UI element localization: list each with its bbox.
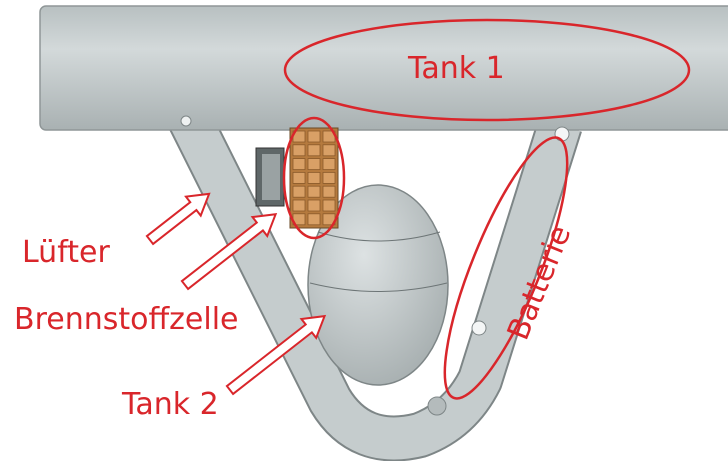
fan-label: Lüfter	[22, 235, 110, 270]
main-cylinder	[39, 5, 728, 131]
fuel-cell-module	[307, 130, 321, 143]
fuel-cell-label: Brennstoffzelle	[14, 302, 239, 337]
fuel-cell-module	[307, 144, 321, 157]
fuel-cell-module	[322, 199, 336, 212]
fuel-cell-module	[292, 171, 306, 184]
fuel-cell-arrow	[180, 213, 278, 291]
fuel-cell-module	[307, 185, 321, 198]
fuel-cell-module	[307, 199, 321, 212]
fuel-cell-module	[307, 213, 321, 226]
fan	[255, 147, 285, 207]
fuel-cell-outline	[282, 116, 346, 240]
fuel-cell	[289, 127, 339, 229]
v-tube	[169, 109, 582, 461]
fuel-cell-module	[292, 185, 306, 198]
tank1-outline	[283, 18, 691, 122]
tank2-label: Tank 2	[122, 387, 219, 422]
fuel-cell-module	[292, 158, 306, 171]
tank2-arrow	[225, 314, 327, 396]
fuel-cell-module	[292, 199, 306, 212]
battery-outline	[443, 136, 569, 400]
tank1-label: Tank 1	[408, 51, 505, 86]
fuel-cell-module	[322, 171, 336, 184]
fuel-cell-module	[307, 158, 321, 171]
fuel-cell-module	[322, 158, 336, 171]
fuel-cell-module	[307, 171, 321, 184]
arrows	[145, 192, 327, 396]
tank2-sphere	[307, 184, 449, 386]
fuel-cell-module	[322, 185, 336, 198]
fuel-cell-module	[292, 144, 306, 157]
fan-arrow	[145, 192, 211, 246]
fuel-cell-module	[322, 144, 336, 157]
